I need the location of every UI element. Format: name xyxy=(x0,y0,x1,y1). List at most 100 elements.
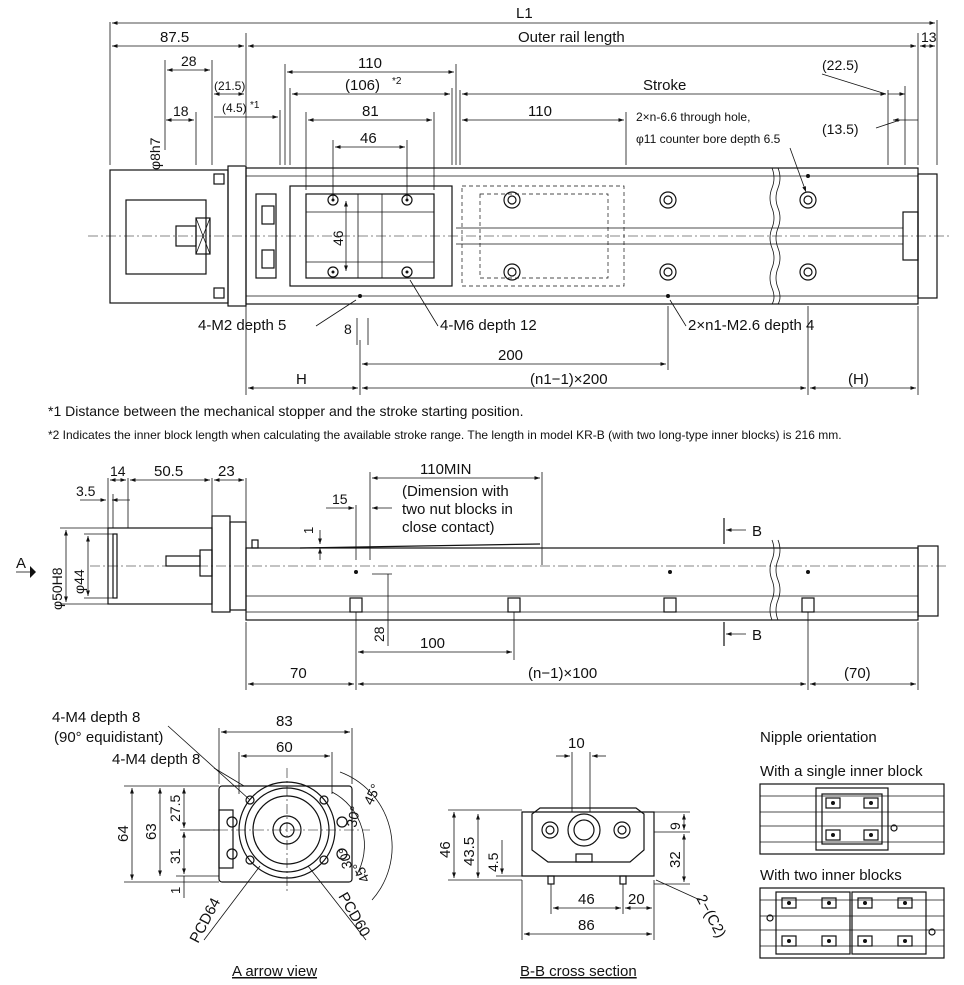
dim-9: 9 xyxy=(667,822,683,830)
dim-100: 100 xyxy=(420,635,445,652)
dim-70-paren: (70) xyxy=(844,665,871,682)
dim-l1: L1 xyxy=(516,5,533,22)
dim-60: 60 xyxy=(276,739,293,756)
contact-note-2: two nut blocks in xyxy=(402,501,513,518)
b-b-section: 10 46 43.5 4.5 9 32 46 20 xyxy=(437,735,729,980)
angle-30-top: 30° xyxy=(343,805,363,829)
dim-27-5: 27.5 xyxy=(167,795,183,822)
m4-label-1: 4-M4 depth 8 xyxy=(52,709,140,726)
dim-31: 31 xyxy=(167,848,183,864)
nipple-single-label: With a single inner block xyxy=(760,763,923,780)
dim-83: 83 xyxy=(276,713,293,730)
dim-8h7: φ8h7 xyxy=(147,137,163,170)
dim-4-5: (4.5) xyxy=(222,101,247,115)
dim-h-paren: (H) xyxy=(848,371,869,388)
m4-label-2: 4-M4 depth 8 xyxy=(112,751,200,768)
footnote-2: *2 Indicates the inner block length when… xyxy=(48,428,842,442)
nipple-icon-left xyxy=(766,914,774,922)
dim-n-100: (n−1)×100 xyxy=(528,665,597,682)
block-section xyxy=(531,807,645,863)
dim-46-vertical: 46 xyxy=(330,230,346,246)
nipple-icon xyxy=(890,824,898,832)
dim-1: 1 xyxy=(301,527,316,534)
dim-stroke: Stroke xyxy=(643,77,686,94)
dim-h: H xyxy=(296,371,307,388)
inner-block xyxy=(289,185,453,287)
contact-note-1: (Dimension with xyxy=(402,483,509,500)
dim-46-width: 46 xyxy=(578,891,595,908)
double-inner-block-2 xyxy=(851,891,927,955)
angle-45-top: 45° xyxy=(360,781,383,807)
dim-15: 15 xyxy=(332,491,348,507)
side-view: 14 50.5 23 3.5 110MIN (Dimension with tw… xyxy=(16,461,948,690)
dim-23: 23 xyxy=(218,463,235,480)
dim-8: 8 xyxy=(344,321,352,337)
dim-46: 46 xyxy=(360,130,377,147)
dim-63: 63 xyxy=(143,823,160,840)
dim-110-top: 110 xyxy=(358,55,382,72)
dim-70: 70 xyxy=(290,665,307,682)
dim-1-flange: 1 xyxy=(168,887,183,894)
dim-110min: 110MIN xyxy=(420,461,471,478)
dim-13: 13 xyxy=(921,29,937,45)
nipple-orientation: Nipple orientation With a single inner b… xyxy=(759,729,945,959)
a-arrow-view: 4-M4 depth 8 (90° equidistant) 4-M4 dept… xyxy=(52,709,393,980)
b-b-section-title: B-B cross section xyxy=(520,963,637,980)
view-a-marker: A xyxy=(16,555,26,572)
contact-note-3: close contact) xyxy=(402,519,495,536)
side-tap-slots xyxy=(349,597,815,613)
dim-87-5: 87.5 xyxy=(160,29,189,46)
dim-86: 86 xyxy=(578,917,595,934)
nipple-icon-right xyxy=(928,928,936,936)
dim-21-5: (21.5) xyxy=(214,79,245,93)
section-b-top: B xyxy=(752,523,762,540)
dim-13-5: (13.5) xyxy=(822,121,859,137)
m4-label-1b: (90° equidistant) xyxy=(54,729,163,746)
flange-holes xyxy=(226,795,348,865)
dim-outer-rail-length: Outer rail length xyxy=(518,29,625,46)
rail-section xyxy=(521,811,655,877)
hole-note-2: φ11 counter bore depth 6.5 xyxy=(636,132,781,146)
nipple-double-label: With two inner blocks xyxy=(760,867,902,884)
chamfer-c2: 2−(C2) xyxy=(692,892,729,941)
angle-30-bottom: 30° xyxy=(336,847,355,871)
dim-4-5-section: 4.5 xyxy=(485,852,501,872)
dim-32: 32 xyxy=(667,851,684,868)
dim-43-5: 43.5 xyxy=(461,837,478,866)
dim-28-vertical: 28 xyxy=(371,626,387,642)
star2: *2 xyxy=(392,76,402,87)
dim-n1-200: (n1−1)×200 xyxy=(530,371,608,388)
dim-28: 28 xyxy=(181,53,197,69)
m26-label: 2×n1-M2.6 depth 4 xyxy=(688,317,814,334)
dim-46-height: 46 xyxy=(437,841,454,858)
block-bolt-holes xyxy=(327,194,413,278)
dim-50-5: 50.5 xyxy=(154,463,183,480)
dim-50h8: φ50H8 xyxy=(49,567,65,610)
a-arrow-view-title: A arrow view xyxy=(232,963,317,980)
counter-bore-holes xyxy=(659,191,817,281)
inner-block-stroke-end xyxy=(461,185,625,287)
footnote-1: *1 Distance between the mechanical stopp… xyxy=(48,403,524,419)
dim-44: φ44 xyxy=(71,569,87,594)
star1: *1 xyxy=(250,100,260,111)
dim-22-5: (22.5) xyxy=(822,57,859,73)
dim-18: 18 xyxy=(173,103,189,119)
hole-note-1: 2×n-6.6 through hole, xyxy=(636,110,750,124)
dim-110-mid: 110 xyxy=(528,103,552,120)
double-inner-block-1 xyxy=(775,891,851,955)
dim-3-5: 3.5 xyxy=(76,483,96,499)
side-rail xyxy=(245,547,919,621)
m2-label: 4-M2 depth 5 xyxy=(198,317,286,334)
dim-14: 14 xyxy=(110,463,126,479)
dim-81: 81 xyxy=(362,103,379,120)
m6-label: 4-M6 depth 12 xyxy=(440,317,537,334)
single-inner-block xyxy=(815,787,889,851)
dim-20: 20 xyxy=(628,891,645,908)
pcd-60-label: PCD60 xyxy=(335,890,374,940)
top-view: L1 87.5 Outer rail length 13 28 18 (21.5… xyxy=(88,5,950,395)
nipple-title: Nipple orientation xyxy=(760,729,877,746)
dim-106: (106) xyxy=(345,77,380,94)
dim-64: 64 xyxy=(115,825,132,842)
dim-200: 200 xyxy=(498,347,523,364)
